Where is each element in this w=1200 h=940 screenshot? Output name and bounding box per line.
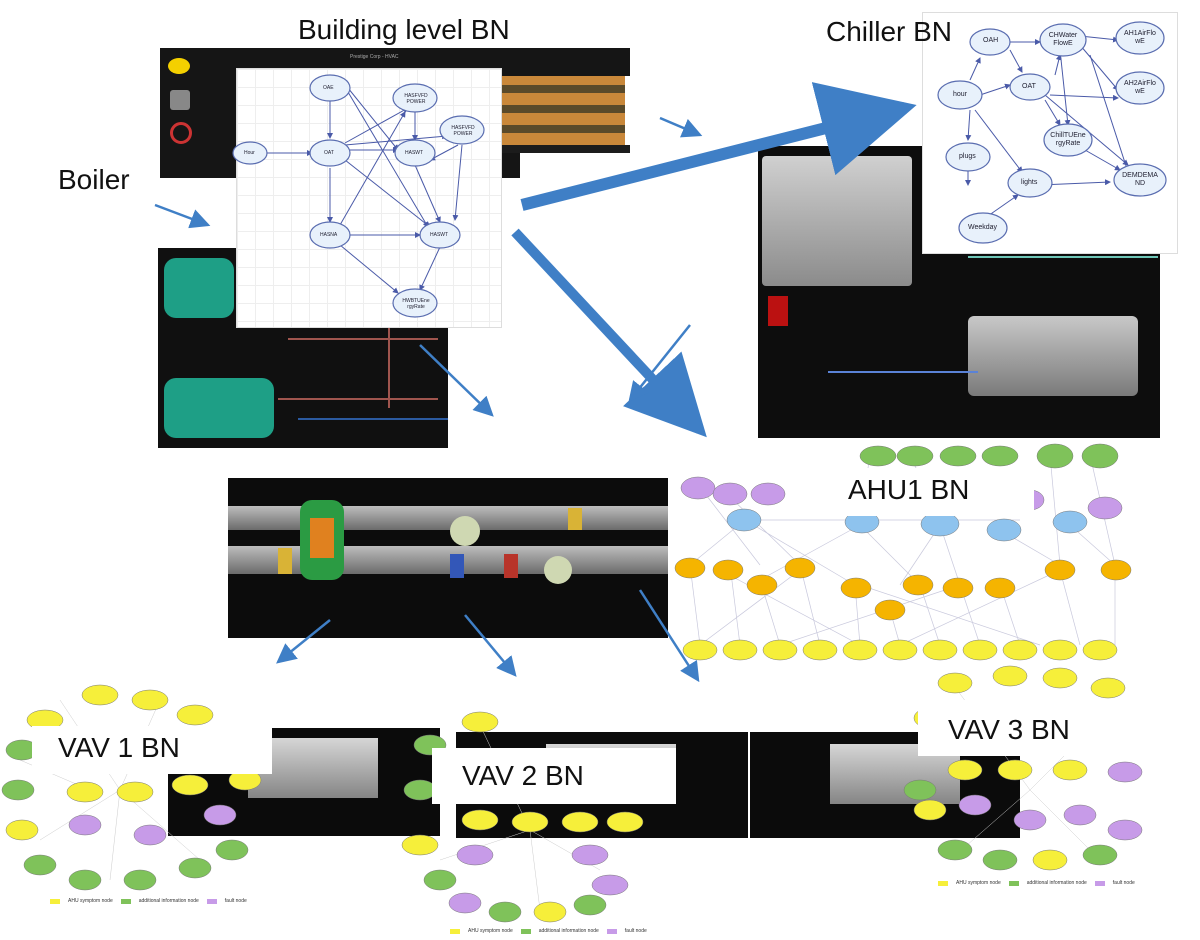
building-screen-dark-bottom (495, 145, 630, 153)
vav2-bn-title: VAV 2 BN (462, 760, 584, 791)
ahu-screen (228, 478, 668, 638)
bn-node-label: OAE (323, 85, 334, 91)
building-to-chiller-arrow (520, 82, 917, 211)
hvac-header: Prestige Corp - HVAC (350, 54, 399, 60)
vav3-title-box (918, 700, 1138, 756)
bn-node-label: plugs (959, 153, 976, 160)
legend-symptom-label: AHU symptom node (468, 928, 513, 934)
legend-fault-swatch (206, 898, 217, 904)
chiller-bn-nodes (937, 21, 1167, 244)
bn-node-label: HASNA (320, 232, 338, 238)
building-bn-title: Building level BN (298, 14, 510, 45)
cooling-tower-image (762, 156, 912, 286)
legend-additional-label: additional information node (1026, 880, 1087, 886)
legend-fault-swatch (606, 928, 617, 934)
vav1-bn-graph (1, 684, 262, 891)
ahu-to-vav1-arrow (276, 619, 331, 664)
legend: AHU symptom node additional information … (938, 880, 1135, 886)
dial-icon (170, 122, 192, 144)
weather-sun-icon (168, 58, 190, 74)
building-illustration (495, 75, 625, 145)
boiler-title: Boiler (58, 164, 130, 195)
ahu-to-vav2-arrow (464, 614, 517, 677)
legend-fault-label: fault node (1112, 880, 1135, 886)
building-bn-nodes (232, 74, 485, 318)
legend-symptom-swatch (938, 880, 948, 886)
bn-node-label: lights (1021, 179, 1038, 186)
legend-additional-swatch (520, 928, 531, 934)
vav2-title-box (432, 748, 676, 804)
flow-arrows (154, 82, 917, 683)
boiler-to-ahu-arrow (419, 344, 494, 417)
bn-node-label: HASWT (430, 232, 449, 238)
bn-node-label: HASFVFD POWER (404, 93, 428, 105)
vav3-bn-graph (903, 665, 1143, 871)
legend: AHU symptom node additional information … (50, 898, 247, 904)
bn-node-label: Hour (244, 150, 255, 156)
bn-node-label: HWBTUEne rgyRate (402, 298, 430, 310)
legend-fault-swatch (1094, 880, 1105, 886)
bn-node-label: DEMDEMA ND (1122, 172, 1158, 187)
ahu-to-vav3-arrow (638, 589, 700, 683)
chiller-to-ahu-arrow (628, 324, 691, 402)
bn-node-label: Weekday (968, 224, 998, 231)
bn-node-label: OAH (983, 37, 999, 44)
fan-icon (544, 556, 572, 584)
chiller-unit-image (968, 316, 1138, 396)
legend-fault-label: fault node (624, 928, 647, 934)
bn-node-label: AH2AirFlo wE (1124, 80, 1156, 95)
bn-node-label: hour (953, 91, 968, 98)
boiler-unit-top (164, 258, 234, 318)
legend-fault-label: fault node (224, 898, 247, 904)
legend-additional-label: additional information node (138, 898, 199, 904)
ahu-bn-title: AHU1 BN (848, 474, 970, 505)
building-to-chiller-small-arrow (659, 116, 703, 138)
legend-additional-label: additional information node (538, 928, 599, 934)
building-to-ahu-arrow (511, 228, 707, 438)
bn-node-label: AH1AirFlo wE (1124, 30, 1156, 45)
gauge-icon (170, 90, 190, 110)
vav1-bn-title: VAV 1 BN (58, 732, 180, 763)
legend-symptom-label: AHU symptom node (68, 898, 113, 904)
vav3-bn-title: VAV 3 BN (948, 714, 1070, 745)
legend-additional-swatch (120, 898, 131, 904)
bn-node-label: ChillTUEne rgyRate (1050, 132, 1086, 147)
legend: AHU symptom node additional information … (450, 928, 647, 934)
legend-symptom-swatch (450, 928, 460, 934)
fan-icon (450, 516, 480, 546)
vav2-bn-graph (401, 711, 644, 923)
chiller-bn-title: Chiller BN (826, 16, 953, 47)
bn-node-label: HASFVFD POWER (451, 125, 475, 137)
bn-node-label: OAT (1022, 83, 1036, 90)
bn-node-label: HASWT (405, 150, 424, 156)
bn-node-label: CHWater FlowE (1048, 32, 1078, 47)
legend-symptom-label: AHU symptom node (956, 880, 1001, 886)
bn-node-label: OAT (324, 150, 334, 156)
legend-symptom-swatch (50, 898, 60, 904)
boiler-arrow (154, 203, 211, 229)
vav1-title-box (32, 726, 272, 774)
ahu-title-box (824, 468, 1034, 516)
legend-additional-swatch (1008, 880, 1019, 886)
boiler-unit-bottom (164, 378, 274, 438)
building-screen-dark-right (480, 48, 630, 76)
